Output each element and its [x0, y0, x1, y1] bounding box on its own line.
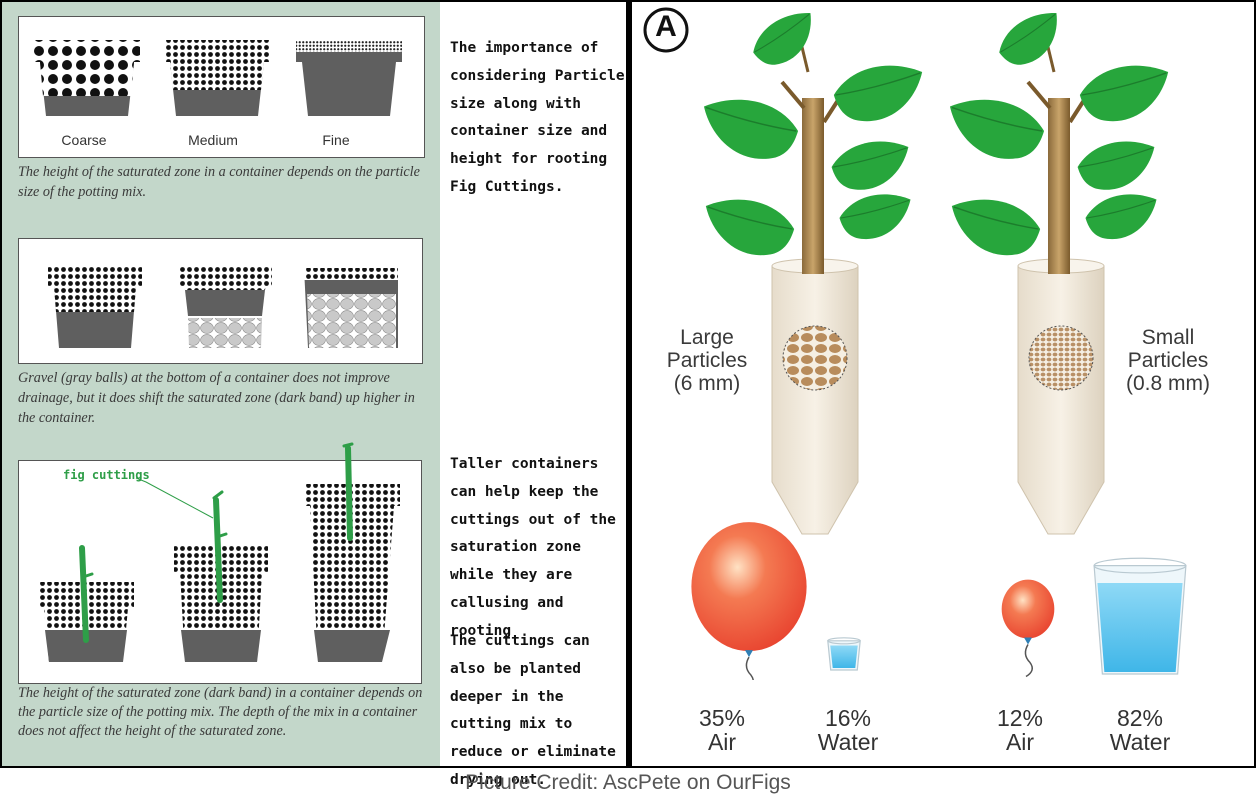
large-water-cup	[830, 645, 858, 668]
small-particles-tube	[1017, 21, 1105, 535]
large-air-balloon-knot	[745, 650, 753, 658]
fig-cutting-medium	[212, 490, 228, 603]
large-particles-label: Large Particles (6 mm)	[666, 326, 748, 395]
small-water-cup-rim	[1093, 557, 1187, 574]
small-water-label: 82% Water	[1109, 705, 1171, 755]
caption-particle-size: The height of the saturated zone in a co…	[18, 164, 420, 200]
fig-cutting-short	[79, 545, 94, 643]
pots-particle-size-drawing	[34, 40, 402, 116]
pot-label-medium: Medium	[188, 132, 238, 148]
small-air-balloon-knot	[1024, 637, 1032, 645]
pots-cuttings-drawing	[38, 442, 400, 662]
fig-cuttings-label: fig cuttings	[63, 468, 150, 482]
fig-cutting-tall	[342, 442, 354, 541]
large-air-balloon-string	[745, 656, 754, 680]
pot-label-fine: Fine	[322, 132, 350, 148]
small-air-balloon	[1001, 579, 1055, 639]
small-particles-label: Small Particles (0.8 mm)	[1126, 326, 1210, 395]
pots-gravel-drawing	[48, 266, 398, 348]
small-water-cup	[1097, 582, 1183, 672]
pot-label-coarse: Coarse	[61, 132, 107, 148]
panel-divider	[626, 0, 632, 768]
small-air-label: 12% Air	[996, 705, 1044, 755]
badge-a-circle	[643, 7, 689, 53]
large-particles-tube	[771, 21, 859, 535]
badge-a-letter: A	[655, 10, 677, 43]
small-air-balloon-string	[1024, 644, 1033, 678]
rooting-tubes-illustration	[703, 7, 1169, 535]
note-plant-deeper: The cuttings can also be planted deeper …	[450, 633, 616, 788]
caption-container-depth: The height of the saturated zone (dark b…	[18, 685, 423, 739]
large-water-label: 16% Water	[817, 705, 879, 755]
note-taller-containers: Taller containers can help keep the cutt…	[450, 456, 616, 639]
large-air-balloon	[691, 522, 807, 652]
large-air-label: 35% Air	[698, 705, 746, 755]
caption-gravel: Gravel (gray balls) at the bottom of a c…	[18, 370, 415, 426]
air-water-illustration	[691, 522, 1187, 680]
large-water-cup-rim	[827, 637, 861, 645]
picture-credit: Picture Credit: AscPete on OurFigs	[465, 771, 791, 794]
note-particle-importance: The importance of considering Particle s…	[450, 40, 625, 195]
middle-text-panel	[440, 2, 626, 766]
